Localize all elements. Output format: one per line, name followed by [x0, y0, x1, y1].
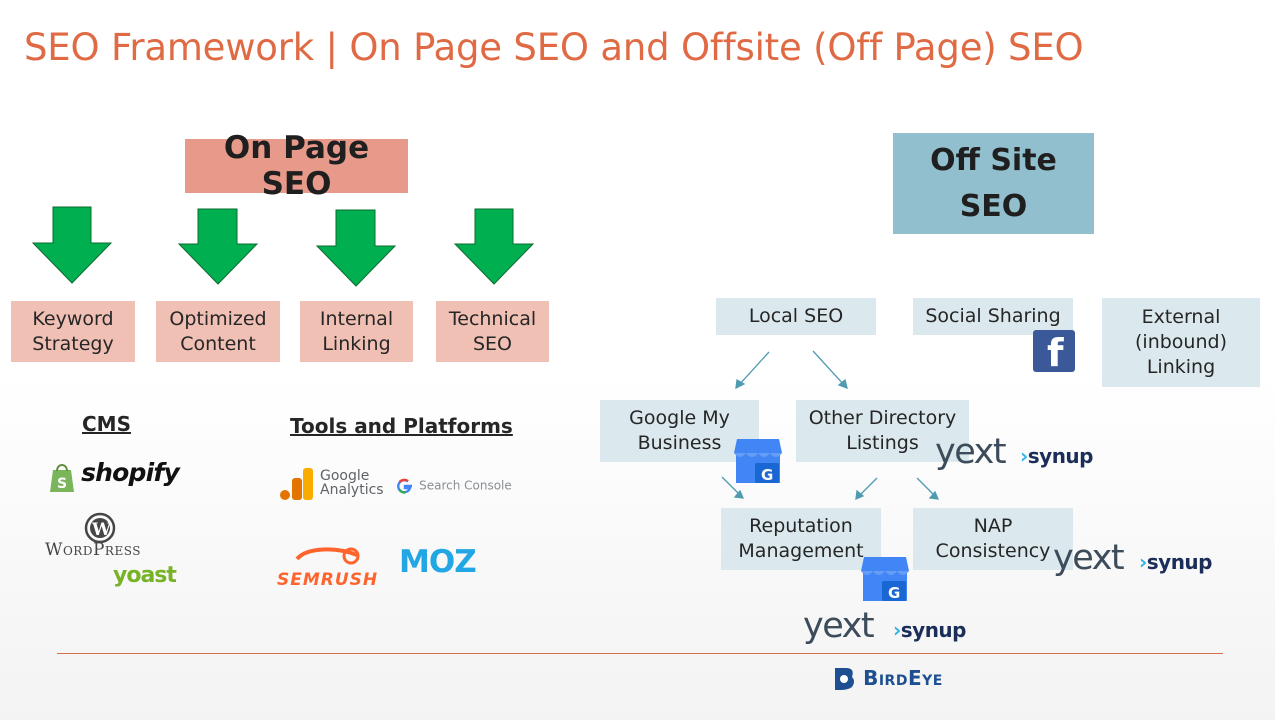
svg-text:W: W: [91, 520, 112, 540]
yext-logo-3: yext: [803, 606, 875, 646]
yoast-logo: yoast: [113, 563, 177, 588]
tools-platforms-heading: Tools and Platforms: [290, 414, 513, 438]
shopify-wordmark: shopify: [81, 458, 180, 487]
svg-text:G: G: [888, 584, 900, 602]
keyword-strategy-box: Keyword Strategy: [11, 301, 135, 362]
nap-consistency-box: NAP Consistency: [913, 508, 1073, 570]
search-console-logo: Search Console: [396, 475, 512, 495]
svg-text:S: S: [57, 476, 67, 492]
google-my-business-icon: G: [734, 439, 782, 484]
svg-text:G: G: [761, 466, 773, 484]
down-arrow-technical: [453, 208, 535, 285]
synup-chevron-icon: ›: [1139, 550, 1147, 574]
slide-title: SEO Framework | On Page SEO and Offsite …: [24, 26, 1084, 69]
shopify-logo: S shopify: [48, 458, 180, 493]
down-arrow-keyword: [31, 206, 113, 284]
shopify-bag-icon: S: [50, 463, 74, 492]
google-analytics-icon: [280, 468, 313, 500]
facebook-icon: f: [1033, 330, 1075, 375]
on-page-seo-header: On Page SEO: [185, 130, 408, 202]
social-sharing-box: Social Sharing: [913, 298, 1073, 335]
technical-seo-box: Technical SEO: [436, 301, 549, 362]
google-my-business-icon-2: G: [861, 557, 909, 602]
internal-linking-box: Internal Linking: [300, 301, 413, 362]
yext-logo-2: yext: [1053, 538, 1125, 578]
synup-logo: ›synup: [1020, 444, 1093, 468]
google-g-icon: [397, 478, 412, 494]
google-analytics-text: Google Analytics: [320, 468, 384, 498]
wordpress-wordmark: WordPress: [45, 540, 141, 560]
semrush-wordmark: SEMRUSH: [277, 570, 379, 590]
synup-chevron-icon: ›: [893, 618, 901, 642]
down-arrow-content: [177, 208, 259, 285]
down-arrow-linking: [315, 209, 397, 287]
synup-chevron-icon: ›: [1020, 444, 1028, 468]
yext-logo: yext: [935, 432, 1007, 472]
semrush-icon: [295, 547, 360, 565]
wordpress-logo: W: [84, 512, 116, 548]
moz-logo: MOZ: [399, 544, 477, 580]
external-linking-box: External (inbound) Linking: [1102, 298, 1260, 387]
optimized-content-box: Optimized Content: [156, 301, 280, 362]
local-seo-box: Local SEO: [716, 298, 876, 335]
birdeye-wordmark: BirdEye: [863, 666, 943, 690]
other-directory-listings-box: Other Directory Listings: [796, 400, 969, 462]
google-my-business-box: Google My Business: [600, 400, 759, 462]
birdeye-logo: BirdEye: [832, 665, 943, 691]
birdeye-icon: [835, 668, 854, 690]
wordpress-icon: W: [84, 512, 116, 544]
footer-divider: [57, 653, 1223, 654]
search-console-text: Search Console: [419, 478, 512, 493]
synup-logo-2: ›synup: [1139, 550, 1212, 574]
arrow-local-to-directory: [812, 350, 846, 387]
reputation-management-box: Reputation Management: [721, 508, 881, 570]
cms-heading: CMS: [82, 412, 131, 436]
semrush-logo: SEMRUSH: [277, 545, 378, 590]
synup-logo-3: ›synup: [893, 618, 966, 642]
off-site-seo-header: Off Site SEO: [893, 133, 1094, 234]
arrow-local-to-gmb: [737, 351, 770, 387]
